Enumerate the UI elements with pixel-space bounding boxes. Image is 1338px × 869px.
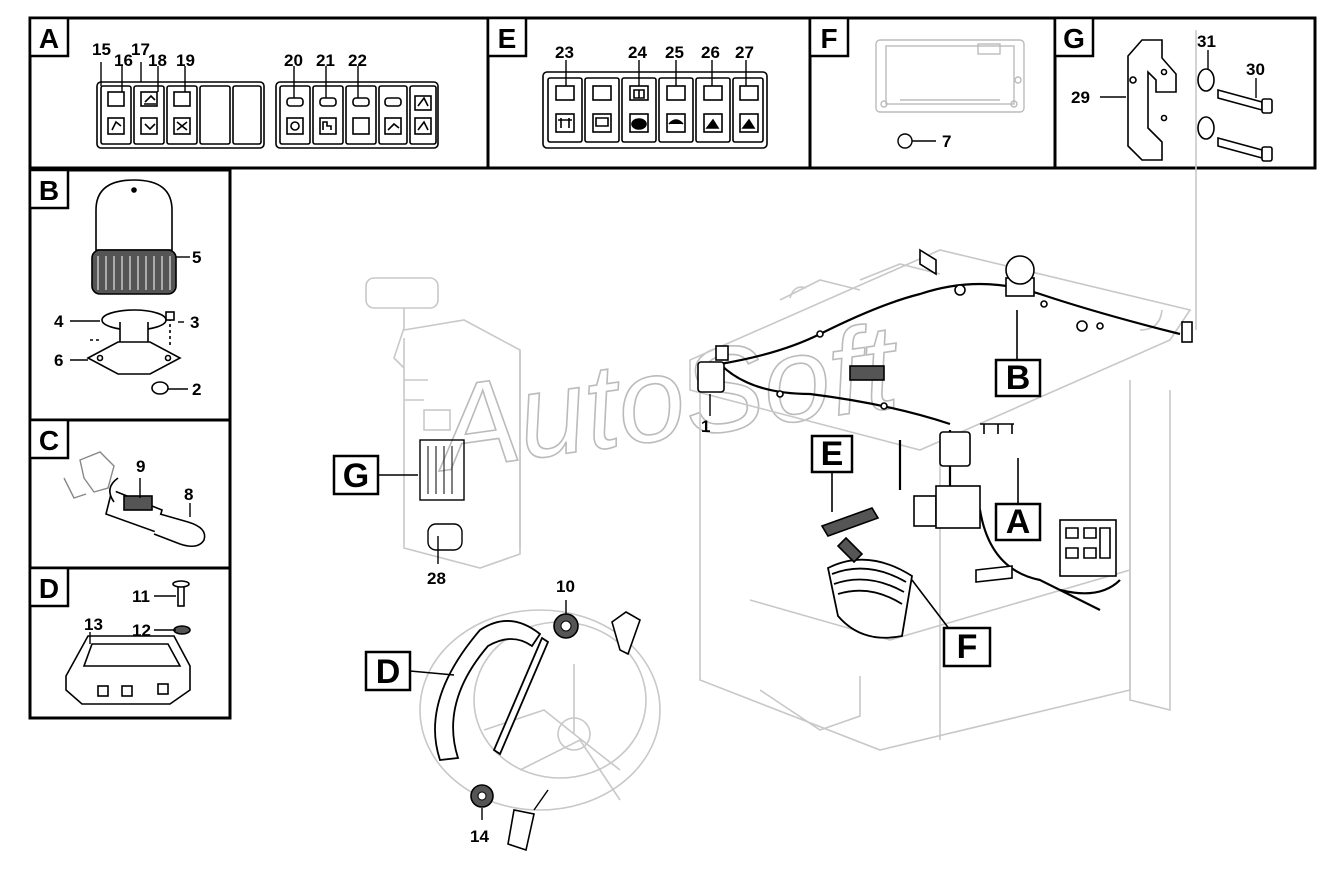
label-8: 8: [184, 485, 193, 504]
panel-a-leaders: [100, 62, 359, 98]
switch-block-left: [96, 81, 265, 149]
truck-body-ghost: [689, 30, 1197, 751]
label-11: 11: [132, 587, 150, 606]
panel-g-letter: G: [1063, 23, 1085, 54]
label-26: 26: [701, 43, 720, 62]
callout-b-letter: B: [1006, 359, 1031, 397]
panel-g-labels: 31 30 29: [1071, 32, 1265, 107]
panel-a: A: [28, 16, 490, 170]
panel-e-leaders: [565, 60, 747, 86]
label-27: 27: [735, 43, 754, 62]
mounting-bracket: [1127, 39, 1177, 161]
knob-14: 14: [470, 784, 549, 852]
label-31: 31: [1197, 32, 1216, 51]
bolt-washer-set: [1197, 68, 1273, 162]
panel-b-leaders: [70, 256, 190, 390]
knob-10: 10: [553, 577, 641, 656]
switch-block-e: [542, 71, 768, 149]
callout-a: A: [994, 458, 1042, 542]
panel-c-leaders: [139, 478, 191, 517]
callout-a-letter: A: [1006, 503, 1031, 541]
panel-b-letter: B: [39, 175, 59, 206]
panel-b: B 5 4 3 6 2: [28, 168, 232, 422]
label-29: 29: [1071, 88, 1090, 107]
panel-c-labels: 9 8: [136, 457, 193, 504]
callout-28: 28: [427, 536, 446, 588]
label-13: 13: [84, 615, 103, 634]
label-14: 14: [470, 827, 489, 846]
panel-d-leaders: [89, 595, 176, 644]
harness-components: [697, 248, 1193, 583]
label-12: 12: [132, 621, 151, 640]
beacon-light: [86, 179, 182, 395]
label-30: 30: [1246, 60, 1265, 79]
label-28: 28: [427, 569, 446, 588]
dash-display: [434, 620, 550, 761]
callout-d-letter: D: [376, 653, 401, 691]
steering-column-ghost: [365, 277, 521, 569]
label-25: 25: [665, 43, 684, 62]
callout-f: F: [911, 579, 992, 668]
panel-c: C 9 8: [28, 418, 232, 570]
callout-f-letter: F: [957, 628, 978, 666]
label-2: 2: [192, 380, 201, 399]
lever-bracket-ghost: [63, 451, 115, 499]
display-unit: [65, 580, 191, 705]
label-20: 20: [284, 51, 303, 70]
switch-block-right: [275, 81, 439, 149]
label-23: 23: [555, 43, 574, 62]
panel-f: F 7: [808, 16, 1057, 170]
panel-d-labels: 11 13 12: [84, 587, 151, 640]
label-24: 24: [628, 43, 647, 62]
label-10: 10: [556, 577, 575, 596]
label-15: 15: [92, 40, 111, 59]
callout-1: 1: [701, 394, 711, 436]
callout-d: D: [364, 650, 455, 692]
panel-g: G 31 30 29: [1053, 16, 1317, 170]
control-board-ghost: [875, 39, 1025, 113]
panel-d-letter: D: [39, 573, 59, 604]
callout-e: E: [810, 434, 854, 512]
label-19: 19: [176, 51, 195, 70]
panel-d: D 11 13 12: [28, 566, 232, 720]
control-lever: [105, 477, 206, 548]
callout-g-letter: G: [343, 457, 369, 495]
label-9: 9: [136, 457, 145, 476]
panel-e: E 23 24 25: [486, 16, 812, 170]
callout-g: G: [332, 454, 418, 496]
label-4: 4: [54, 312, 64, 331]
panel-e-letter: E: [498, 23, 517, 54]
label-18: 18: [148, 51, 167, 70]
label-22: 22: [348, 51, 367, 70]
connector-7: [897, 133, 913, 149]
label-1: 1: [701, 417, 710, 436]
label-17: 17: [131, 40, 150, 59]
label-21: 21: [316, 51, 335, 70]
panel-a-labels: 15 16 17 18 19 20 21 22: [92, 40, 367, 70]
label-5: 5: [192, 248, 201, 267]
panel-b-labels: 5 4 3 6 2: [54, 248, 201, 399]
callout-b: B: [994, 310, 1042, 398]
callout-e-letter: E: [821, 435, 844, 473]
panel-c-letter: C: [39, 425, 59, 456]
panel-g-leaders: [1100, 50, 1257, 98]
panel-a-letter: A: [39, 23, 59, 54]
label-6: 6: [54, 351, 63, 370]
label-16: 16: [114, 51, 133, 70]
label-7: 7: [942, 132, 951, 151]
panel-f-letter: F: [820, 23, 837, 54]
label-3: 3: [190, 313, 199, 332]
panel-e-labels: 23 24 25 26 27: [555, 43, 754, 62]
